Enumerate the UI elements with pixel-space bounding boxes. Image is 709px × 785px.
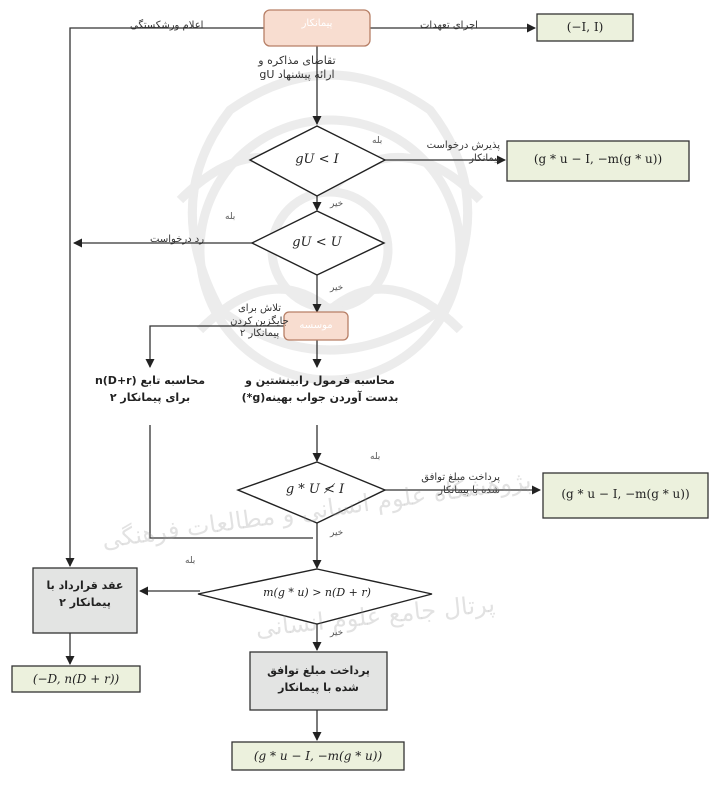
outcome-bottom-box bbox=[231, 741, 405, 771]
decision-d4 bbox=[197, 568, 433, 625]
outcome-o2: (g * u − I, −m(g * u)) bbox=[561, 487, 690, 501]
label-no-d1: خیر bbox=[330, 199, 344, 209]
label-pay-agreed-side: پرداخت مبلغ توافق شده با پیمانکار bbox=[421, 472, 500, 496]
label-yes-d4: بله bbox=[185, 556, 196, 566]
outcome-o2-box bbox=[542, 472, 709, 519]
label-no-d4: خیر bbox=[330, 628, 344, 638]
label-reject-request: رد درخواست bbox=[150, 234, 205, 245]
decision-d2-text: gU < U bbox=[292, 235, 342, 250]
outcome-bottom: (g * u − I, −m(g * u)) bbox=[253, 749, 383, 763]
pay-agreed-box-text: پرداخت مبلغ توافق شده با پیمانکار bbox=[267, 664, 370, 694]
employer-text: موسسه bbox=[299, 320, 333, 331]
compute-formula-text: محاسبه فرمول رابینشتین و بدست آوردن جواب… bbox=[241, 374, 399, 404]
decision-d1 bbox=[248, 125, 387, 197]
outcome-left-bottom-box bbox=[11, 665, 141, 693]
outcome-o1-box bbox=[506, 140, 690, 182]
label-no-d3: خیر bbox=[330, 528, 344, 538]
decision-d3-text: g * U ≮ I bbox=[285, 482, 345, 497]
decision-d3 bbox=[236, 461, 387, 524]
label-yes-d2: بله bbox=[225, 212, 236, 222]
label-yes-d1: بله bbox=[372, 136, 383, 146]
contract-box-text: عقد قرارداد با پیمانکار ۲ bbox=[46, 579, 124, 609]
outcome-top-right: (−I, I) bbox=[566, 20, 604, 34]
contract-box bbox=[32, 567, 138, 634]
connectors bbox=[65, 23, 541, 741]
label-no-d2: خیر bbox=[330, 283, 344, 293]
watermark-ornament bbox=[176, 70, 484, 385]
contractor-top-text: پیمانکار bbox=[301, 18, 333, 29]
pay-agreed-box bbox=[249, 651, 388, 711]
outcome-left-bottom: (−D, n(D + r)) bbox=[32, 672, 120, 686]
decision-d1-text: gU < I bbox=[295, 152, 339, 167]
label-attempt-replace: تلاش برای جایگزین کردن پیمانکار ۲ bbox=[230, 303, 289, 339]
outcome-top-right-box bbox=[536, 13, 634, 42]
label-request-negotiation: تقاضای مذاکره و ارائه پیشنهاد gU bbox=[258, 54, 336, 81]
label-accept-request: پذیرش درخواست پیمانکار bbox=[426, 140, 500, 164]
label-default-announce: اعلام ورشکستگی bbox=[130, 20, 204, 31]
label-yes-d3: بله bbox=[370, 452, 381, 462]
outcome-o1: (g * u − I, −m(g * u)) bbox=[533, 152, 663, 166]
employer-node bbox=[283, 311, 349, 341]
contractor-top-node bbox=[263, 9, 371, 47]
decision-d4-text: m(g * u) > n(D + r) bbox=[263, 586, 371, 599]
label-execute-commitments: اجرای تعهدات bbox=[420, 20, 478, 31]
compute-function-text: محاسبه تابع n(D+r) برای پیمانکار ۲ bbox=[94, 374, 206, 404]
decision-d2 bbox=[250, 210, 386, 276]
